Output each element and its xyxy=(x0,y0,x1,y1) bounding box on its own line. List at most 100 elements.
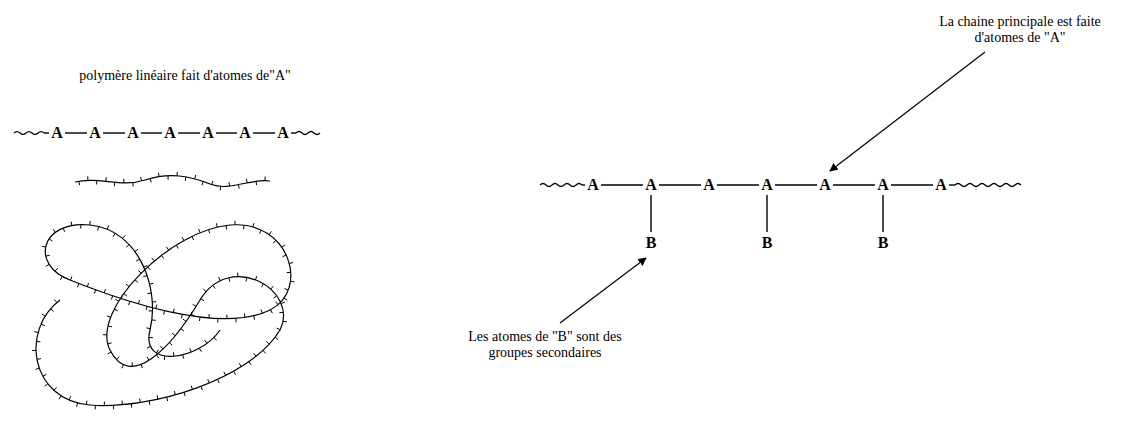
chain-tick xyxy=(271,286,274,289)
chain-tick xyxy=(182,355,184,359)
chain-tick xyxy=(163,311,165,315)
atom-label: A xyxy=(934,176,948,194)
chain-tick xyxy=(249,362,251,365)
chain-tick xyxy=(149,401,151,405)
atom-label: A xyxy=(88,124,102,142)
chain-tick xyxy=(255,276,256,280)
chain-tick xyxy=(122,365,124,369)
chain-tick xyxy=(208,379,210,383)
chain-tick xyxy=(219,277,221,281)
chain-tick xyxy=(218,379,220,383)
chain-tick xyxy=(161,255,163,258)
atom-label: A xyxy=(586,176,600,194)
chain-tick xyxy=(237,273,238,277)
chain-end-wave xyxy=(955,184,1021,187)
bond-line xyxy=(717,184,759,185)
chain-tick xyxy=(271,310,273,314)
chain-tick xyxy=(123,235,126,238)
chain-tick xyxy=(216,223,218,227)
chain-end-wave xyxy=(296,132,320,135)
bond-line xyxy=(65,132,87,133)
chain-tick xyxy=(141,364,142,368)
chain-tick xyxy=(201,386,202,390)
chain-tick xyxy=(89,221,90,225)
chain-tick xyxy=(96,180,97,184)
chain-tick xyxy=(208,314,209,318)
chain-tick xyxy=(95,405,96,409)
chain-tick xyxy=(260,230,262,234)
chain-tick xyxy=(113,233,115,236)
atom-label: A xyxy=(238,124,252,142)
chain-tick xyxy=(138,270,141,273)
side-group-label: B xyxy=(877,234,890,252)
chain-tick xyxy=(158,173,160,177)
chain-tick xyxy=(59,396,61,399)
coiled-chain xyxy=(36,225,291,406)
chain-tick xyxy=(284,298,287,300)
atom-label: A xyxy=(201,124,215,142)
chain-tick xyxy=(281,302,285,304)
chain-tick xyxy=(54,387,57,390)
chain-tick xyxy=(199,317,200,321)
atom-label: A xyxy=(876,176,890,194)
chain-tick xyxy=(217,319,218,323)
chain-tick xyxy=(138,300,139,304)
chain-tick xyxy=(148,310,152,311)
chain-tick xyxy=(246,277,248,281)
chain-tick xyxy=(41,324,45,326)
chain-tick xyxy=(69,396,71,400)
chain-tick xyxy=(116,357,119,360)
chain-tick xyxy=(283,255,287,257)
chain-tick xyxy=(135,280,138,283)
chain-tick xyxy=(114,182,115,186)
chain-tick xyxy=(107,316,111,317)
chain-tick xyxy=(191,386,192,390)
chain-tick xyxy=(199,229,201,233)
bond-line xyxy=(44,132,49,133)
bond-line xyxy=(601,184,643,185)
chain-tick xyxy=(42,314,45,316)
atom-label: A xyxy=(276,124,290,142)
chain-tick xyxy=(220,186,221,190)
chain-tick xyxy=(94,290,95,294)
chain-tick xyxy=(86,401,87,405)
chain-tick xyxy=(80,225,81,229)
chain-tick xyxy=(135,249,138,251)
chain-tick xyxy=(181,314,183,318)
chain-tick xyxy=(283,321,287,323)
callout-note: La chaine principale est faite d'atomes … xyxy=(938,14,1103,46)
chain-tick xyxy=(46,255,50,257)
chain-tick xyxy=(184,392,185,396)
chain-tick xyxy=(87,283,88,287)
chain-tick xyxy=(173,352,174,356)
chain-tick xyxy=(123,179,124,183)
chain-tick xyxy=(172,333,175,336)
chain-tick xyxy=(202,181,203,185)
chain-tick xyxy=(70,276,71,280)
chain-tick xyxy=(275,302,278,305)
chain-tick xyxy=(183,319,186,321)
side-group-label: B xyxy=(761,234,774,252)
chain-tick xyxy=(226,225,228,229)
atom-label: A xyxy=(760,176,774,194)
chain-tick xyxy=(152,319,156,320)
chain-tick xyxy=(42,246,46,248)
chain-tick xyxy=(71,222,73,226)
chain-tick xyxy=(147,292,151,294)
chain-tick xyxy=(214,337,217,340)
chain-tick xyxy=(43,374,46,376)
chain-tick xyxy=(167,176,168,180)
side-group-label: B xyxy=(645,234,658,252)
chain-tick xyxy=(107,226,109,230)
chain-tick xyxy=(45,384,48,386)
chain-tick xyxy=(147,357,149,360)
drawing-caption: polymère linéaire fait d'atomes de"A" xyxy=(79,68,290,84)
chain-tick xyxy=(169,342,172,345)
bond-line xyxy=(650,195,651,232)
chain-tick xyxy=(275,337,278,339)
chain-tick xyxy=(256,181,258,185)
chain-tick xyxy=(279,312,283,313)
chain-tick xyxy=(201,299,204,301)
chain-tick xyxy=(265,177,266,181)
